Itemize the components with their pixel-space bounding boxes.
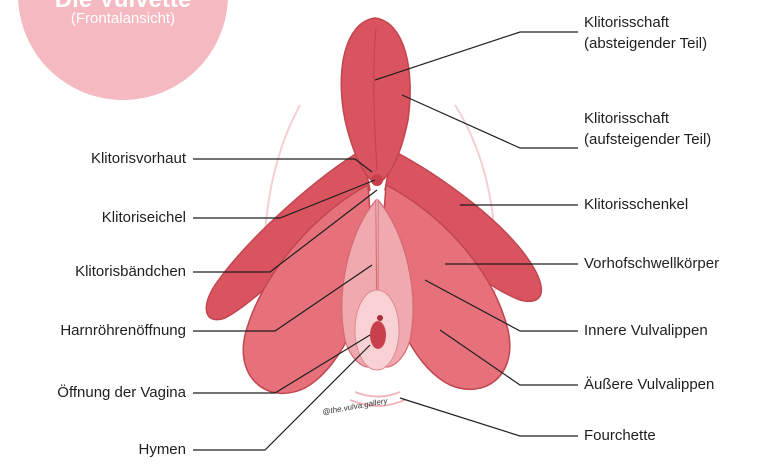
label-klitorisbaendchen: Klitorisbändchen bbox=[75, 261, 186, 282]
vaginal-opening bbox=[370, 321, 386, 349]
urethral-opening bbox=[377, 315, 383, 321]
label-vorhofschwellkoerper: Vorhofschwellkörper bbox=[584, 253, 719, 274]
label-hymen: Hymen bbox=[138, 439, 186, 460]
label-aeussere-vulvalippen: Äußere Vulvalippen bbox=[584, 374, 714, 395]
label-oeffnung-vagina: Öffnung der Vagina bbox=[57, 382, 186, 403]
clitoral-glans bbox=[371, 174, 383, 186]
label-klitorisvorhaut: Klitorisvorhaut bbox=[91, 148, 186, 169]
label-klitorisschaft-absteigend: Klitorisschaft (absteigender Teil) bbox=[584, 12, 707, 54]
label-fourchette: Fourchette bbox=[584, 425, 656, 446]
label-harnroehrenoeffnung: Harnröhrenöffnung bbox=[60, 320, 186, 341]
label-klitorisschaft-aufsteigend: Klitorisschaft (aufsteigender Teil) bbox=[584, 108, 711, 150]
label-klitorisschenkel: Klitorisschenkel bbox=[584, 194, 688, 215]
label-klitoriseichel: Klitoriseichel bbox=[102, 207, 186, 228]
label-innere-vulvalippen: Innere Vulvalippen bbox=[584, 320, 708, 341]
